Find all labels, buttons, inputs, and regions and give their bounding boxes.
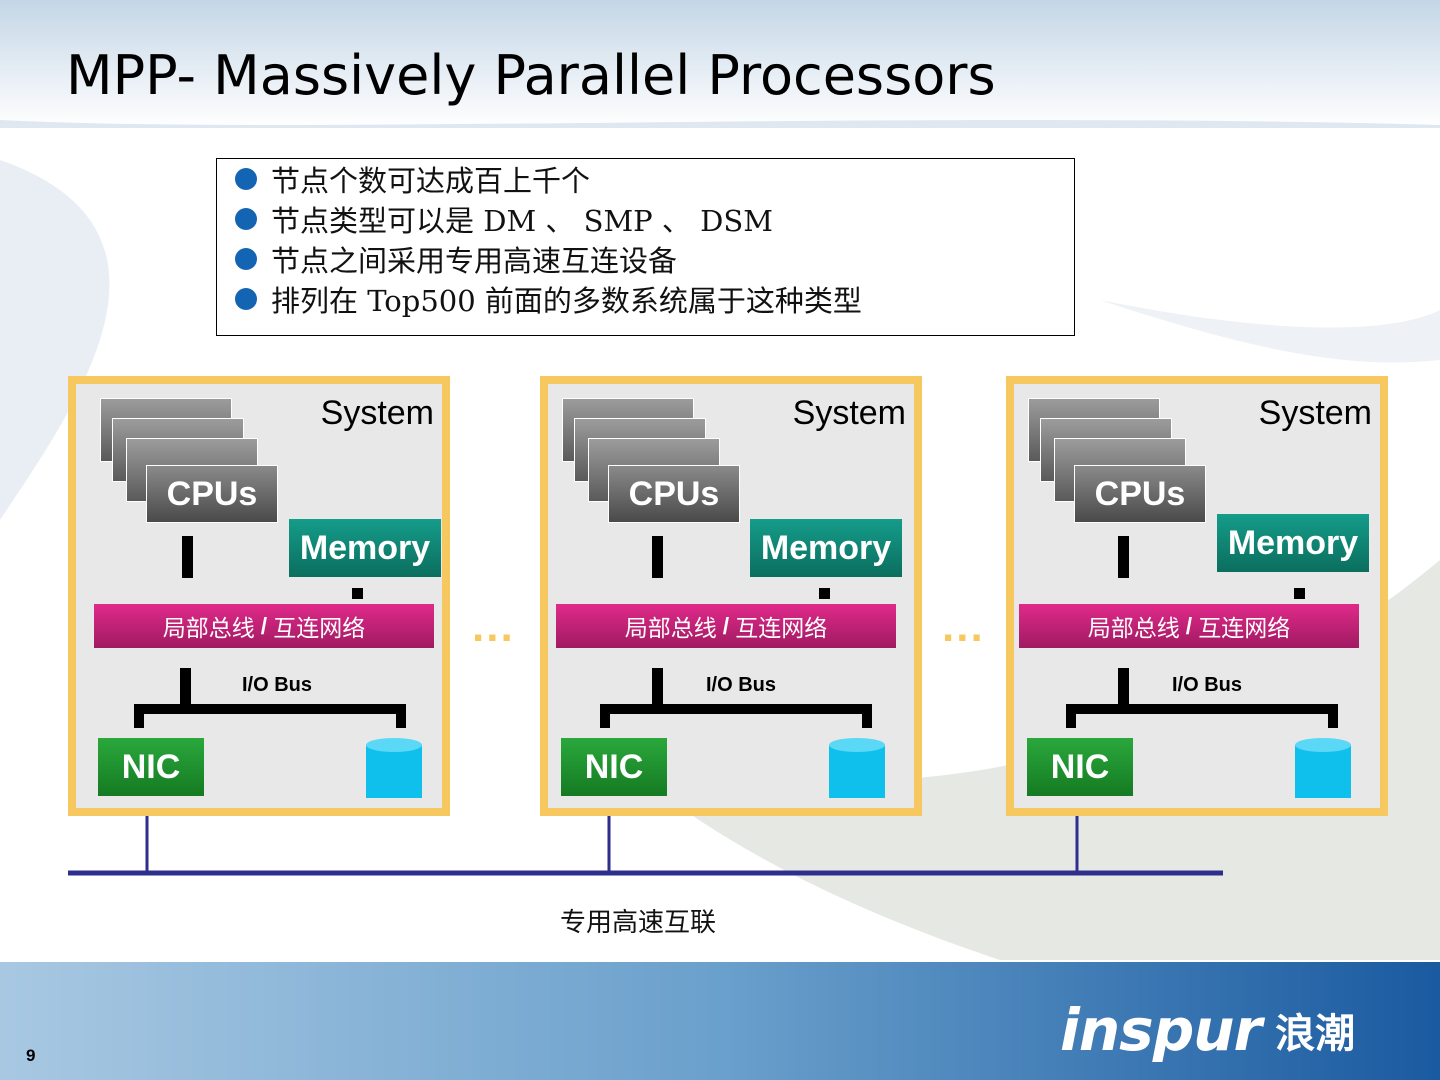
io-bus-stub bbox=[1118, 668, 1129, 708]
cpu-bus-link bbox=[1118, 536, 1129, 578]
disk-icon bbox=[1295, 738, 1351, 798]
ellipsis-between-systems: ... bbox=[472, 602, 515, 651]
logo-text-en: inspur bbox=[1060, 996, 1262, 1064]
bullet-text: 节点之间采用专用高速互连设备 bbox=[271, 244, 678, 278]
system-node-1: System CPUs Memory 局部总线/互连网络 I/O Bus NIC bbox=[68, 376, 450, 816]
bus-label-left: 局部总线 bbox=[162, 616, 255, 642]
io-bus-stub bbox=[180, 668, 191, 708]
system-node-2: System CPUs Memory 局部总线/互连网络 I/O Bus NIC bbox=[540, 376, 922, 816]
io-bus-label: I/O Bus bbox=[242, 674, 313, 696]
system-label: System bbox=[320, 394, 434, 432]
bus-label-right: 互连网络 bbox=[735, 616, 828, 642]
bus-label-right: 互连网络 bbox=[273, 616, 366, 642]
bus-label-right: 互连网络 bbox=[1198, 616, 1291, 642]
nic-box: NIC bbox=[1027, 738, 1133, 796]
cpu-bus-link bbox=[652, 536, 663, 578]
bus-label-sep: / bbox=[260, 612, 268, 639]
bus-label-sep: / bbox=[722, 612, 730, 639]
bus-label-sep: / bbox=[1185, 612, 1193, 639]
bullet-text: 节点类型可以是 DM 、 SMP 、 DSM bbox=[271, 204, 773, 238]
interconnect-label: 专用高速互联 bbox=[560, 908, 717, 938]
memory-box: Memory bbox=[750, 519, 902, 577]
ellipsis-between-systems: ... bbox=[942, 602, 985, 651]
io-bus-line bbox=[1066, 704, 1338, 714]
page-title: MPP- Massively Parallel Processors bbox=[66, 44, 996, 107]
cpus-box: CPUs bbox=[1074, 465, 1206, 523]
cpus-box: CPUs bbox=[146, 465, 278, 523]
bus-label-left: 局部总线 bbox=[624, 616, 717, 642]
io-bus-left-drop bbox=[134, 704, 144, 728]
local-bus-network: 局部总线/互连网络 bbox=[94, 604, 434, 648]
bullet-dot-icon bbox=[235, 248, 257, 270]
io-bus-right-drop bbox=[396, 704, 406, 728]
system-node-3: System CPUs Memory 局部总线/互连网络 I/O Bus NIC bbox=[1006, 376, 1388, 816]
bullet-item: 节点类型可以是 DM 、 SMP 、 DSM bbox=[235, 199, 773, 239]
memory-bus-link bbox=[1294, 588, 1305, 599]
bullet-item: 节点之间采用专用高速互连设备 bbox=[235, 239, 677, 279]
bullet-item: 节点个数可达成百上千个 bbox=[235, 159, 590, 199]
io-bus-left-drop bbox=[600, 704, 610, 728]
memory-box: Memory bbox=[1217, 514, 1369, 572]
io-bus-right-drop bbox=[862, 704, 872, 728]
bullet-text: 节点个数可达成百上千个 bbox=[271, 164, 591, 198]
bullet-dot-icon bbox=[235, 208, 257, 230]
io-bus-right-drop bbox=[1328, 704, 1338, 728]
disk-icon bbox=[829, 738, 885, 798]
bullet-text: 排列在 Top500 前面的多数系统属于这种类型 bbox=[271, 284, 862, 318]
io-bus-stub bbox=[652, 668, 663, 708]
memory-box: Memory bbox=[289, 519, 441, 577]
disk-icon bbox=[366, 738, 422, 798]
inspur-logo: inspur 浪潮 bbox=[1060, 996, 1356, 1064]
bullet-list: 节点个数可达成百上千个 节点类型可以是 DM 、 SMP 、 DSM 节点之间采… bbox=[216, 158, 1075, 336]
local-bus-network: 局部总线/互连网络 bbox=[556, 604, 896, 648]
io-bus-label: I/O Bus bbox=[706, 674, 777, 696]
io-bus-left-drop bbox=[1066, 704, 1076, 728]
bus-label-left: 局部总线 bbox=[1087, 616, 1180, 642]
bullet-dot-icon bbox=[235, 168, 257, 190]
memory-bus-link bbox=[819, 588, 830, 599]
memory-bus-link bbox=[352, 588, 363, 599]
system-label: System bbox=[792, 394, 906, 432]
cpus-box: CPUs bbox=[608, 465, 740, 523]
nic-box: NIC bbox=[561, 738, 667, 796]
io-bus-line bbox=[134, 704, 406, 714]
io-bus-line bbox=[600, 704, 872, 714]
cpu-bus-link bbox=[182, 536, 193, 578]
page-number: 9 bbox=[26, 1046, 36, 1065]
local-bus-network: 局部总线/互连网络 bbox=[1019, 604, 1359, 648]
bullet-dot-icon bbox=[235, 288, 257, 310]
system-label: System bbox=[1258, 394, 1372, 432]
nic-box: NIC bbox=[98, 738, 204, 796]
io-bus-label: I/O Bus bbox=[1172, 674, 1243, 696]
bullet-item: 排列在 Top500 前面的多数系统属于这种类型 bbox=[235, 279, 862, 319]
logo-text-cn: 浪潮 bbox=[1275, 1011, 1356, 1057]
